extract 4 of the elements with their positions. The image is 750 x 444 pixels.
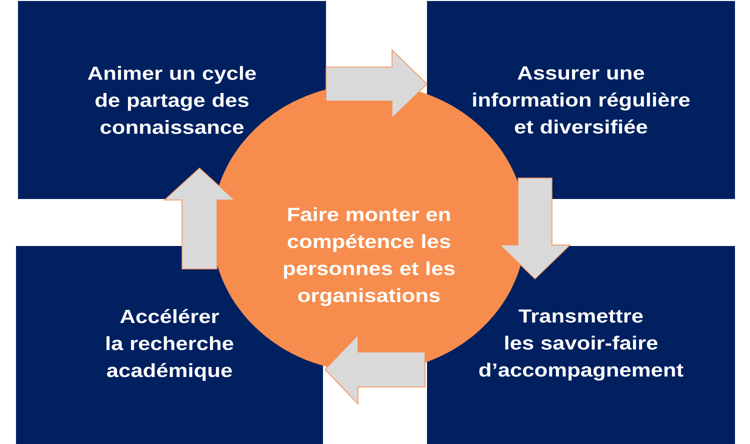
block-arrow xyxy=(326,49,428,119)
block-arrow xyxy=(324,334,426,405)
block-arrow xyxy=(163,167,236,270)
block-arrow xyxy=(499,178,571,280)
